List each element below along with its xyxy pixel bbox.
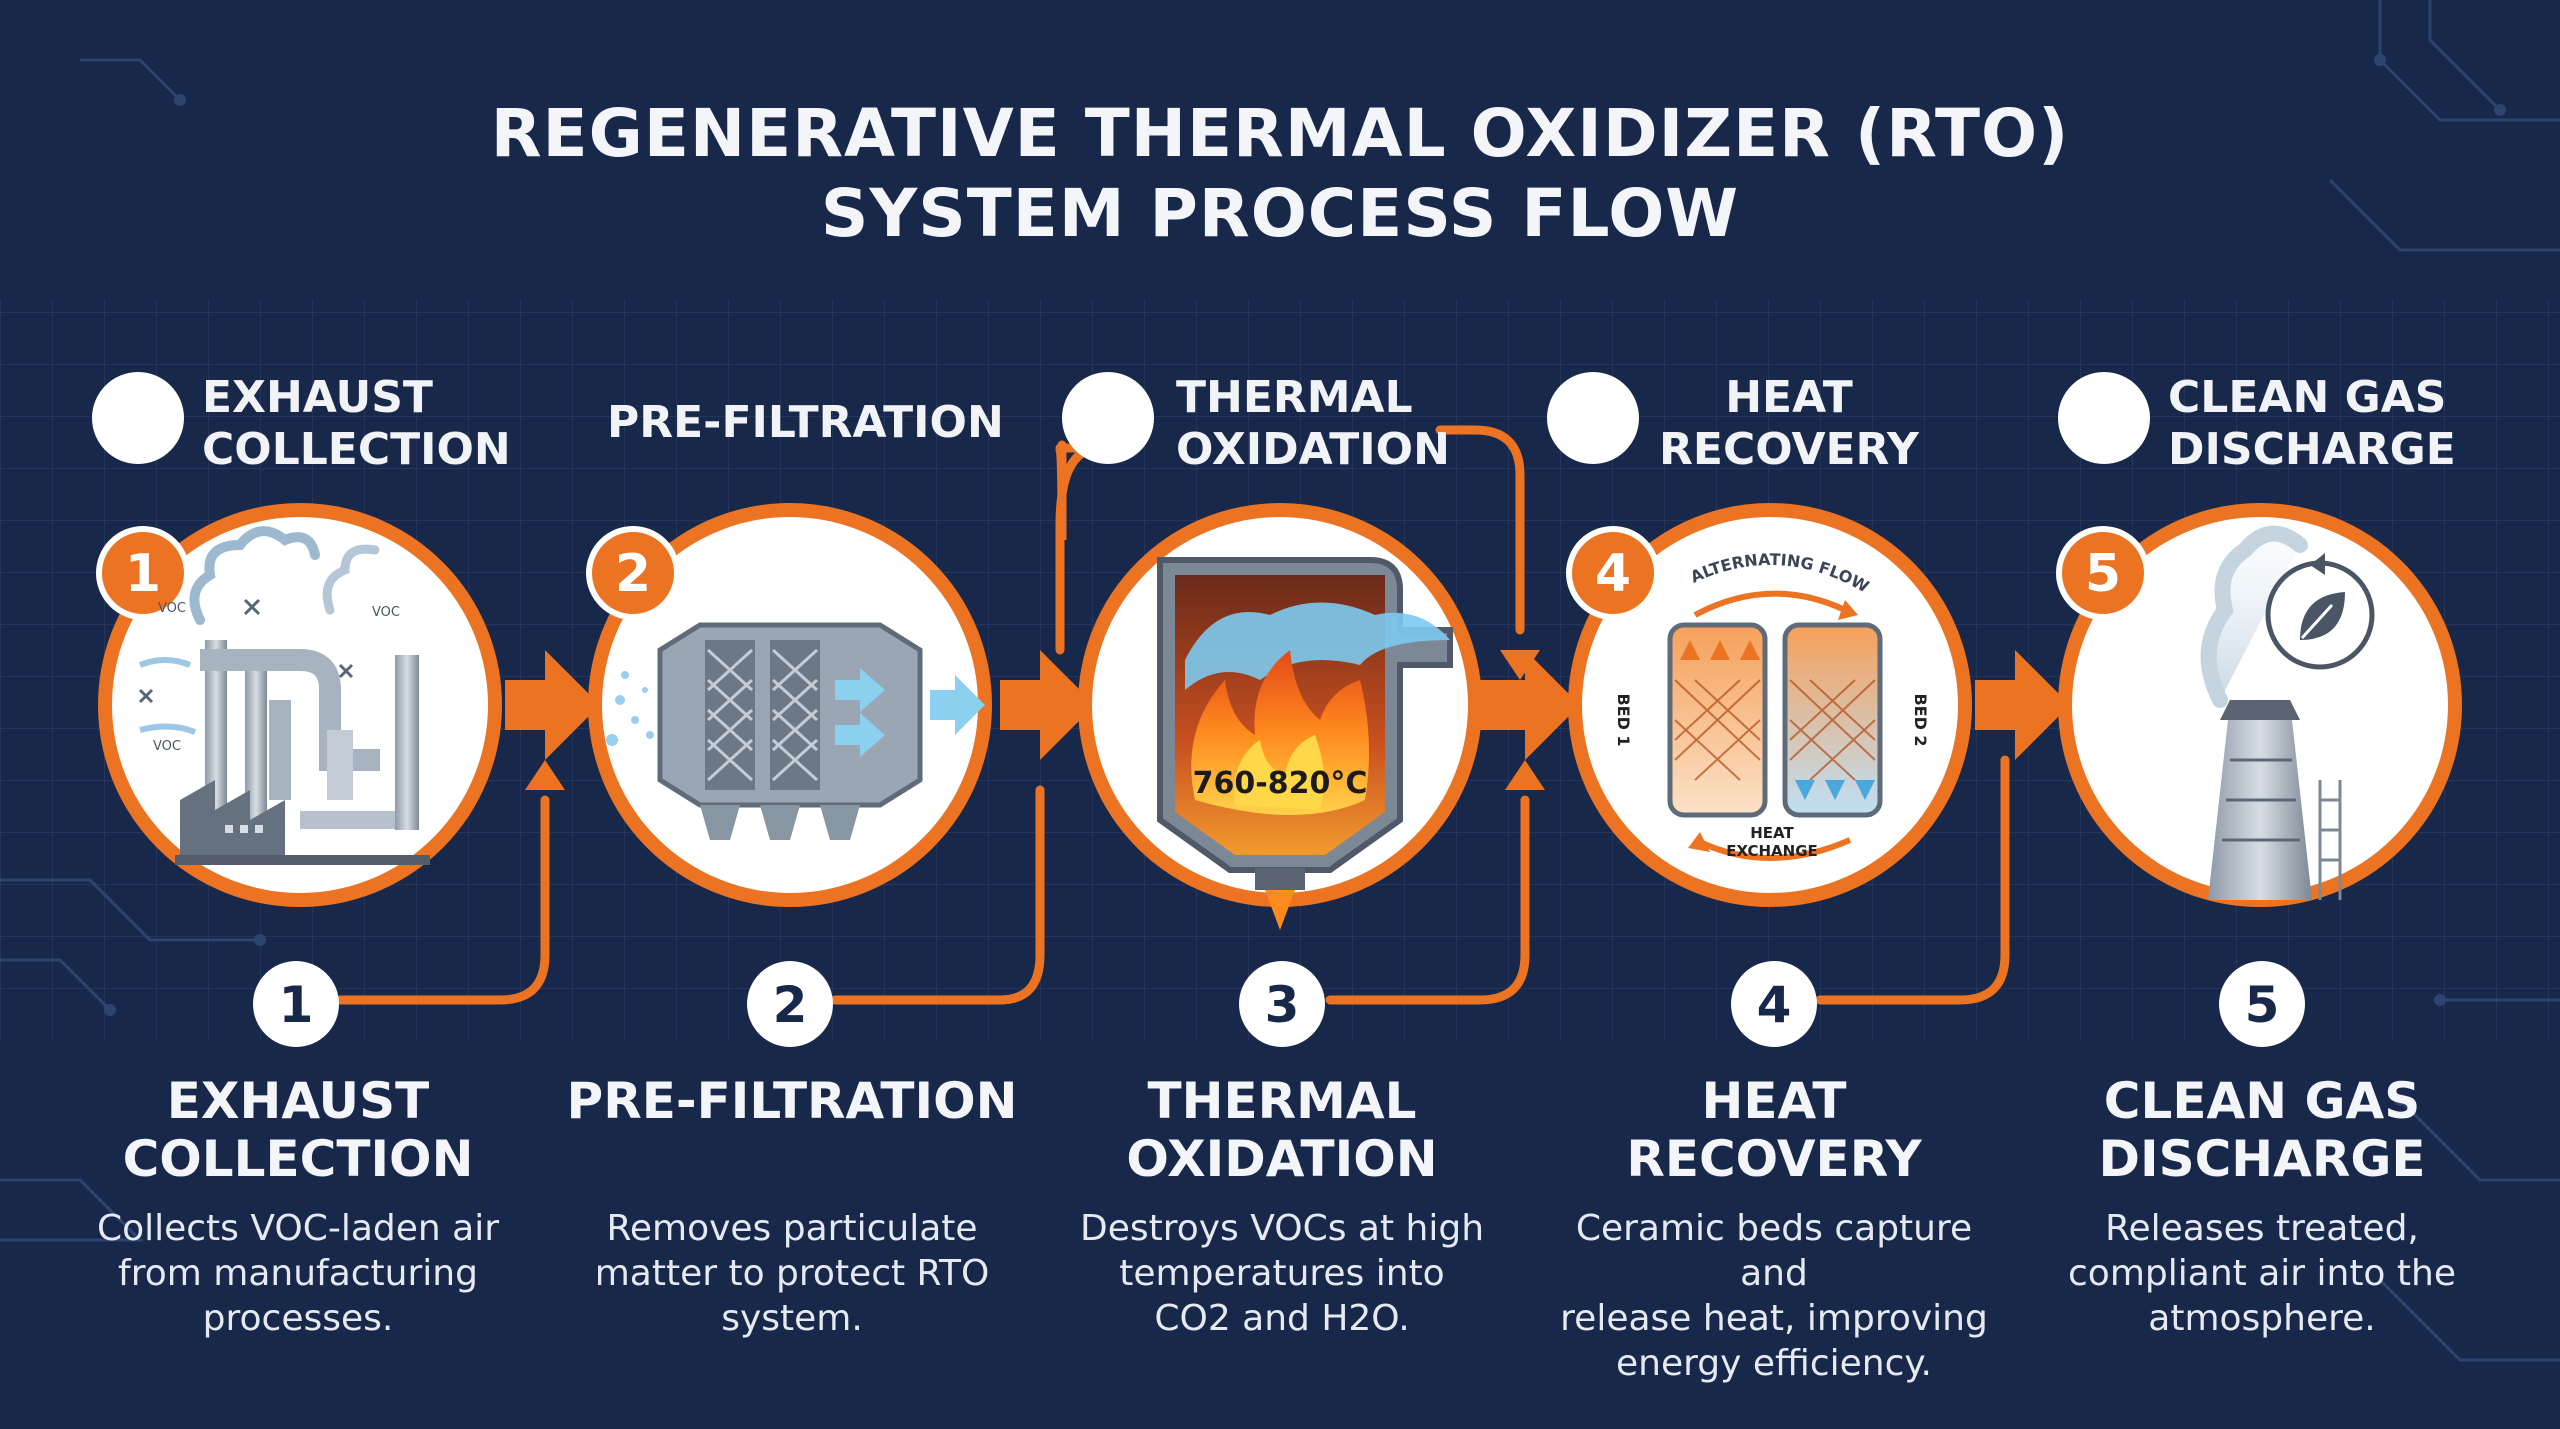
main-arrows [505,650,2070,760]
circuit-traces [0,0,2560,1362]
circuit-nodes [104,54,2506,1106]
filter-unit-icon [606,622,985,840]
bed1-label: BED 1 [1614,693,1633,746]
badge-number-5: 5 [2085,544,2121,604]
step-number-3: 3 [1265,976,1300,1034]
step-title-2: PRE-FILTRATION [566,1072,1018,1130]
header-dot-1 [92,372,184,464]
number-badges [96,526,2150,620]
voc-label-3: VOC [153,739,181,754]
header-dot-3 [1062,372,1154,464]
badge-number-1: 1 [125,544,161,604]
badge-number-4: 4 [1595,544,1631,604]
header-dot-5 [2058,372,2150,464]
step-number-circle-3 [1239,961,1325,1047]
heat-exchange-label-2: EXCHANGE [1726,842,1818,860]
step-number-circle-2 [747,961,833,1047]
voc-label-2: VOC [372,605,400,620]
page-title-line-2: SYSTEM PROCESS FLOW [820,175,1740,252]
page-title-line-1: REGENERATIVE THERMAL OXIDIZER (RTO) [490,95,2070,172]
step-number-1: 1 [279,976,314,1034]
heat-exchange-label-1: HEAT [1750,824,1794,842]
voc-label-1: VOC [158,601,186,616]
factory-exhaust-icon: VOC VOC VOC [138,526,430,865]
bed2-label: BED 2 [1911,693,1930,746]
chimney-leaf-icon [2200,525,2375,900]
step-number-circle-1 [253,961,339,1047]
header-dot-4 [1547,372,1639,464]
temperature-label: 760-820°C [1193,766,1368,801]
step-number-5: 5 [2245,976,2280,1034]
step-number-circle-5 [2219,961,2305,1047]
step-number-2: 2 [773,976,808,1034]
combustion-chamber-icon: 760-820°C [1157,557,1453,930]
step-number-4: 4 [1757,976,1792,1034]
step-number-circle-4 [1731,961,1817,1047]
badge-number-2: 2 [615,544,651,604]
